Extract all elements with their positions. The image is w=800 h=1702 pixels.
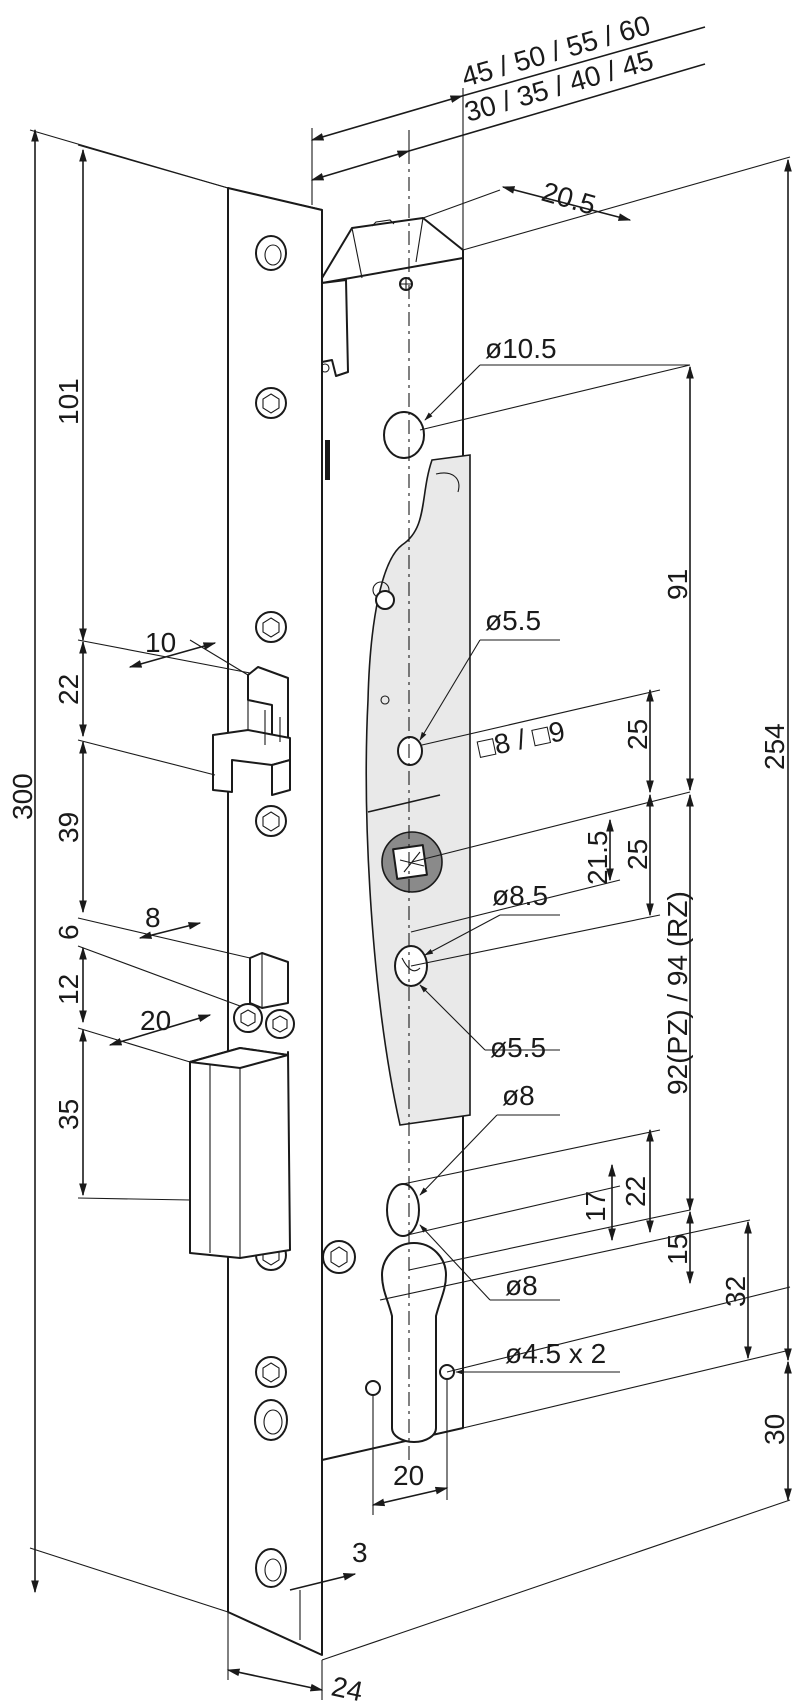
dim-22-left-label: 22 [53,674,84,705]
hole-10-5 [383,411,425,459]
dia-5-5-top-label: ø5.5 [485,605,541,636]
dim-101-label: 101 [53,378,84,425]
dim-20-bottom-label: 20 [393,1460,424,1491]
case-slot [325,440,330,480]
dim-35-label: 35 [53,1099,84,1130]
cover-plate [365,454,471,1126]
hole-4-5-left [365,1380,381,1396]
dim-12-label: 12 [53,974,84,1005]
dia-8-top-label: ø8 [502,1080,535,1111]
dimension-lines [29,26,792,1700]
dim-20-bolt-label: 20 [140,1005,171,1036]
lock-drawing [189,150,471,1656]
dim-15-label: 15 [662,1234,693,1265]
hole-8-upper [386,1183,420,1237]
dim-30-label: 30 [759,1414,790,1445]
hole-5-5-upper [397,736,423,766]
case-flange [321,279,349,377]
dia-8-bottom-label: ø8 [505,1270,538,1301]
dim-21-5-label: 21.5 [582,831,613,886]
dim-10-label: 10 [145,627,176,658]
dim-17-label: 17 [580,1191,611,1222]
dia-8-5-label: ø8.5 [492,880,548,911]
dim-25-lower-label: 25 [622,839,653,870]
dia-10-5-label: ø10.5 [485,333,557,364]
dim-39-label: 39 [53,812,84,843]
dim-24-label: 24 [329,1671,366,1702]
dim-25-upper-label: 25 [622,719,653,750]
dim-92-94-label: 92(PZ) / 94 (RZ) [662,891,693,1095]
deadbolt [189,1047,291,1259]
dim-22-right-label: 22 [620,1176,651,1207]
auxiliary-latch [233,952,295,1039]
dia-5-5-bottom-label: ø5.5 [490,1032,546,1063]
dim-20-5-label: 20.5 [538,176,599,221]
latch-bolt [212,666,291,796]
dim-3-label: 3 [352,1537,368,1568]
case-screw [322,1240,356,1274]
dim-6-label: 6 [53,924,84,940]
cylinder-cutout [381,1242,447,1443]
dim-91-label: 91 [662,569,693,600]
case-screw-2 [375,590,395,610]
dim-300-label: 300 [7,773,38,820]
faceplate-screws [254,235,288,1588]
dim-32-label: 32 [720,1276,751,1307]
dim-8-latch-label: 8 [145,902,161,933]
dim-254-label: 254 [759,723,790,770]
dia-4-5-label: ø4.5 x 2 [505,1338,606,1369]
